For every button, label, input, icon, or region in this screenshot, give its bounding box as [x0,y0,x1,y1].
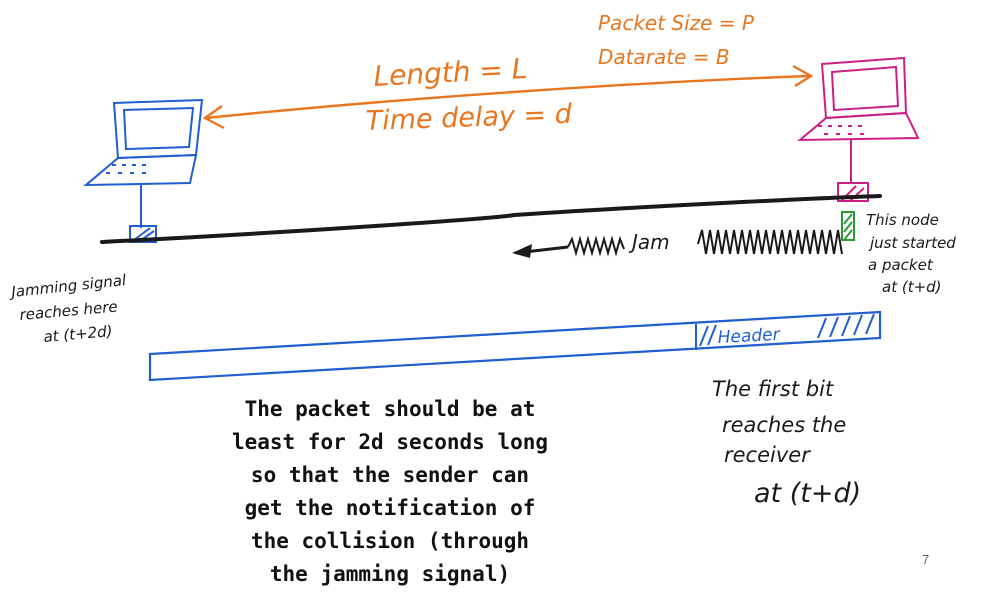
node-note-line: at (t+d) [882,278,942,296]
packet-start-marker [841,211,855,241]
header-hatching [699,313,875,347]
first-bit-note-line: receiver [724,443,811,467]
jamming-note-line: reaches here [19,297,118,323]
jam-wave-small [567,235,625,257]
caption: The packet should be at least for 2d sec… [160,393,620,591]
caption-line: The packet should be at [244,397,536,421]
distance-arrow [205,74,811,120]
packet-bar: Header [148,310,882,382]
caption-line: least for 2d seconds long [231,430,549,454]
node-note: This node just started a packet at (t+d) [866,211,956,296]
link-annotations: Packet Size = P Datarate = B Length = L … [202,11,814,137]
first-bit-note-line: reaches the [722,413,846,437]
first-bit-note-line: at (t+d) [754,478,861,509]
packet-size-label: Packet Size = P [598,11,755,35]
caption-line: the collision (through [250,529,530,553]
jam-wave-large [697,229,843,255]
jam-arrow-head [512,244,532,258]
first-bit-note: The first bit reaches the receiver at (t… [712,377,861,509]
jamming-note: Jamming signal reaches here at (t+2d) [8,271,128,346]
time-delay-label: Time delay = d [365,99,573,137]
first-bit-note-line: The first bit [712,377,834,401]
header-label: Header [717,325,781,348]
jamming-note-line: at (t+2d) [43,322,113,346]
jamming-note-line: Jamming signal [8,271,128,301]
jam-label: Jam [628,230,670,254]
distance-arrow-right-head [792,64,814,88]
node-note-line: This node [866,211,939,229]
caption-line: the jamming signal) [269,562,511,586]
laptop-icon [797,56,920,202]
laptop-icon [83,98,204,243]
page-number: 7 [922,552,930,567]
jam-signal: Jam [512,229,843,258]
caption-line: get the notification of [244,496,536,520]
distance-arrow-left-head [202,105,225,130]
node-note-line: a packet [868,256,934,274]
bus-line [100,194,882,244]
caption-line: so that the sender can [250,463,530,487]
datarate-label: Datarate = B [598,45,730,69]
node-note-line: just started [868,234,956,252]
length-label: Length = L [373,52,528,93]
